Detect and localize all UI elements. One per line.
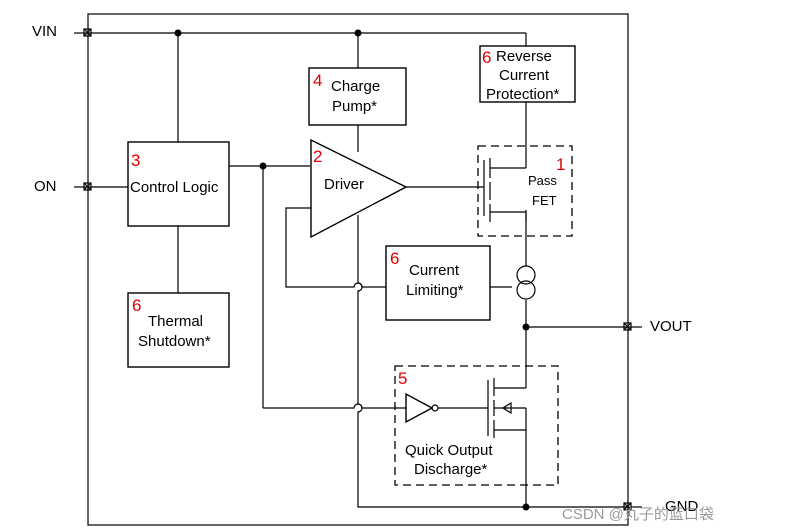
pass-fet-number: 1	[556, 155, 565, 174]
quick-output-discharge-block	[394, 365, 559, 486]
control-logic-number: 3	[131, 151, 140, 170]
discharge-mosfet-icon	[487, 378, 527, 438]
charge-pump-line2: Pump*	[332, 98, 377, 115]
reverse-protection-line1: Reverse	[496, 48, 552, 65]
discharge-enable-wire	[263, 403, 406, 409]
junction-dot	[522, 503, 530, 511]
reverse-protection-number: 6	[482, 48, 491, 67]
driver-label: Driver	[324, 176, 364, 193]
control-logic-block	[127, 141, 230, 227]
reverse-current-protection-block	[479, 45, 576, 103]
pass-fet-block	[477, 145, 573, 237]
charge-pump-number: 4	[313, 71, 322, 90]
control-logic-label: Control Logic	[130, 179, 219, 196]
quick-discharge-line1: Quick Output	[405, 442, 493, 459]
current-limiting-line1: Current	[409, 262, 460, 279]
current-limit-feedback	[285, 207, 386, 288]
reverse-protection-line2: Current	[499, 67, 550, 84]
pass-fet-mosfet-icon	[483, 158, 527, 222]
charge-pump-line1: Charge	[331, 78, 380, 95]
current-limiting-number: 6	[390, 249, 399, 268]
current-sensor-icon	[516, 265, 536, 300]
on-label: ON	[34, 178, 57, 195]
pass-fet-line2: FET	[532, 193, 557, 208]
thermal-shutdown-line2: Shutdown*	[138, 333, 211, 350]
quick-discharge-number: 5	[398, 369, 407, 388]
current-limiting-block	[385, 245, 491, 321]
vin-label: VIN	[32, 23, 57, 40]
watermark: CSDN @丸子的蓝口袋	[562, 506, 714, 523]
thermal-shutdown-number: 6	[132, 296, 141, 315]
vout-label: VOUT	[650, 318, 692, 335]
thermal-shutdown-block	[127, 292, 230, 368]
chip-outline	[87, 13, 629, 526]
junction-dot	[522, 323, 530, 331]
pass-fet-line1: Pass	[528, 173, 557, 188]
reverse-protection-line3: Protection*	[486, 86, 560, 103]
thermal-shutdown-line1: Thermal	[148, 313, 203, 330]
inverter-icon	[405, 392, 488, 424]
current-limiting-line2: Limiting*	[406, 282, 464, 299]
junction-dot	[174, 29, 182, 37]
charge-pump-block	[308, 67, 407, 126]
quick-discharge-line2: Discharge*	[414, 461, 488, 478]
driver-amplifier	[310, 138, 408, 239]
gnd-label: GND	[665, 498, 699, 515]
driver-number: 2	[313, 147, 322, 166]
junction-dot	[354, 29, 362, 37]
